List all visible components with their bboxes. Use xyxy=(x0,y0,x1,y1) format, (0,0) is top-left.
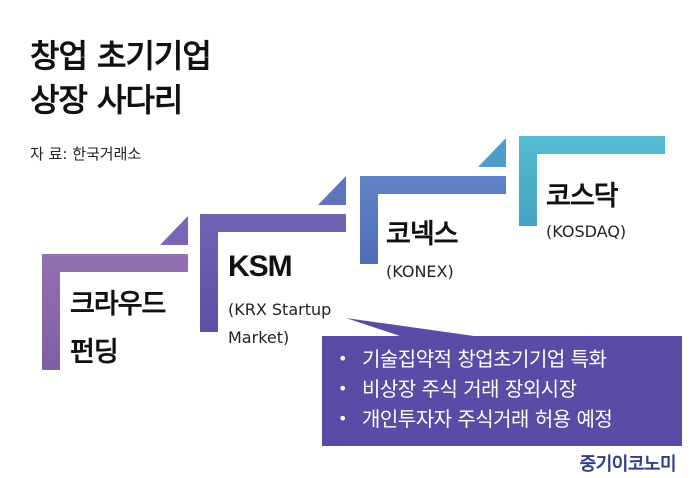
publisher-logo: 중기이코노미 xyxy=(579,454,677,475)
step-3-sub: (KONEX) xyxy=(386,262,454,281)
step-2-sub: (KRX Startup Market) xyxy=(228,296,331,352)
callout-item: 비상장 주식 거래 장외시장 xyxy=(322,374,682,404)
title-line-2: 상장 사다리 xyxy=(30,81,183,119)
step-4-bracket xyxy=(519,136,665,226)
callout-pointer xyxy=(346,318,474,336)
step-2-label: KSM xyxy=(228,250,293,283)
step-3-bracket xyxy=(360,176,506,264)
step-3-arrow xyxy=(478,138,506,167)
callout-list: 기술집약적 창업초기기업 특화 비상장 주식 거래 장외시장 개인투자자 주식거… xyxy=(322,340,682,444)
step-1-label-line-1: 크라우드 xyxy=(70,289,166,320)
step-1-label-line-2: 펀딩 xyxy=(70,337,119,368)
step-4-label: 코스닥 xyxy=(546,181,619,212)
step-2-arrow xyxy=(318,176,346,205)
source-note: 자 료: 한국거래소 xyxy=(30,145,142,163)
callout-item: 기술집약적 창업초기기업 특화 xyxy=(322,344,682,374)
step-2-sub-line-1: (KRX Startup xyxy=(228,300,332,319)
callout-item: 개인투자자 주식거래 허용 예정 xyxy=(322,404,682,434)
title-line-1: 창업 초기기업 xyxy=(30,37,212,75)
step-3-label: 코넥스 xyxy=(386,219,459,250)
page-title: 창업 초기기업 상장 사다리 xyxy=(30,34,212,122)
step-1-bracket xyxy=(42,254,188,370)
step-1-arrow xyxy=(160,216,188,245)
step-2-sub-line-2: Market) xyxy=(228,328,290,347)
step-4-sub: (KOSDAQ) xyxy=(546,222,627,241)
step-2-bracket xyxy=(200,214,346,332)
